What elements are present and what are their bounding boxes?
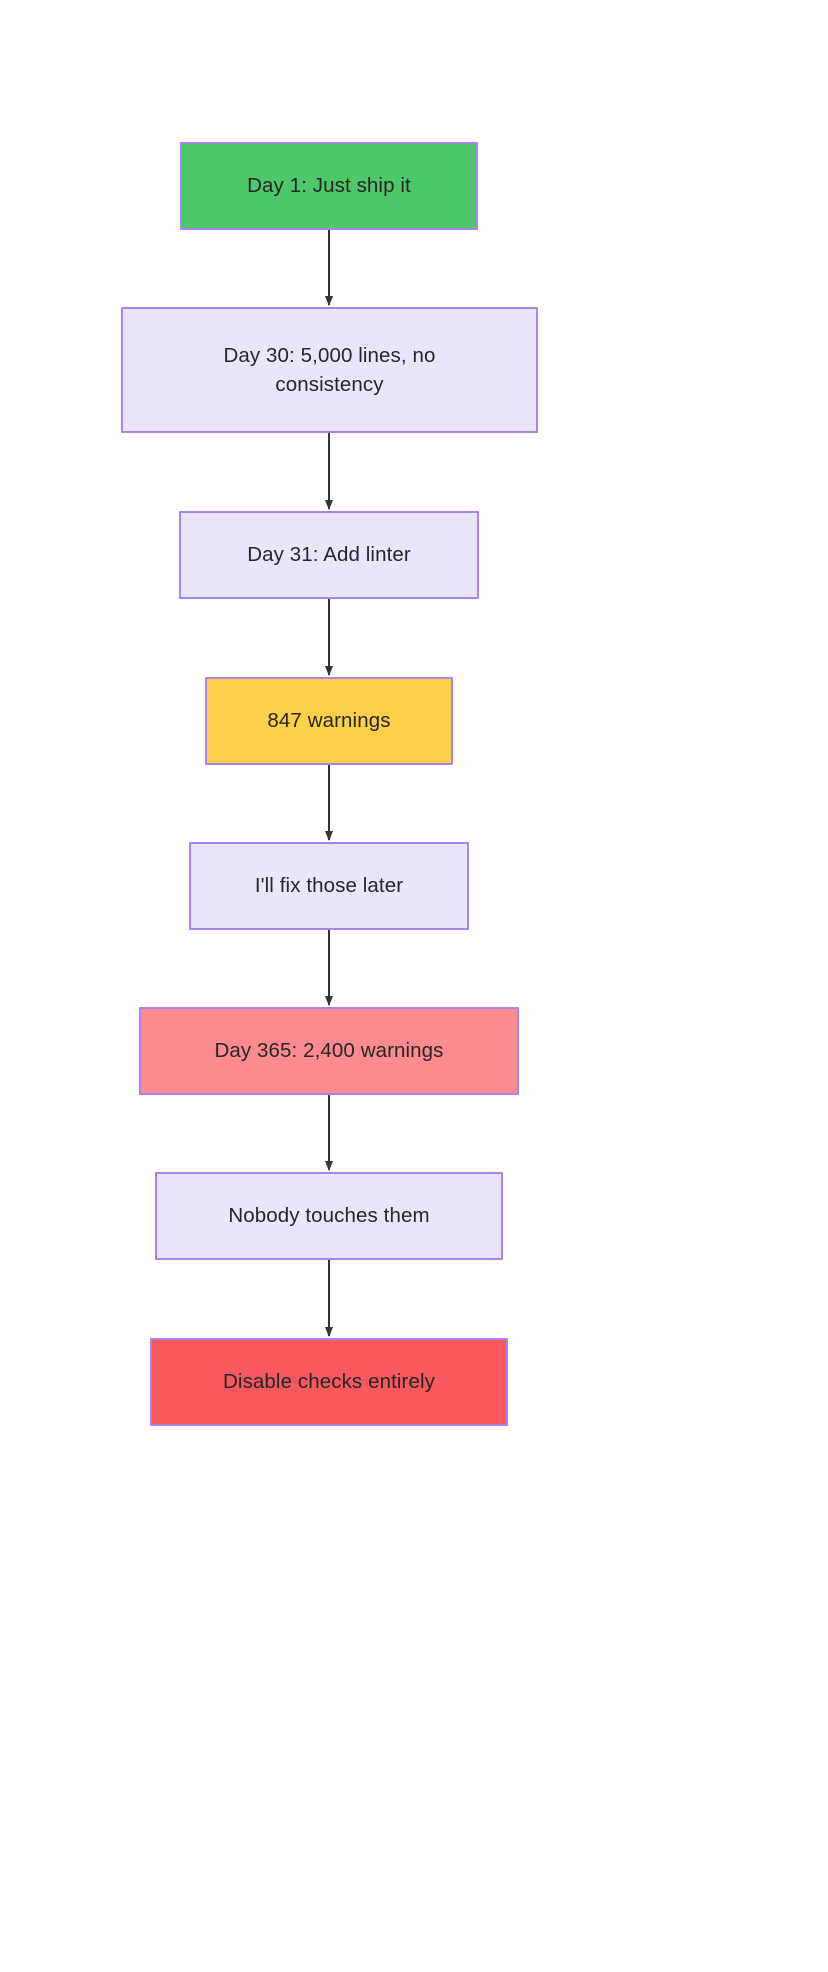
- flow-node-n8[interactable]: Disable checks entirely: [150, 1338, 508, 1426]
- flow-node-label: Day 31: Add linter: [247, 543, 411, 567]
- flow-node-label: Day 1: Just ship it: [247, 174, 411, 198]
- flow-node-n1[interactable]: Day 1: Just ship it: [180, 142, 478, 230]
- flow-node-n6[interactable]: Day 365: 2,400 warnings: [139, 1007, 519, 1095]
- flow-node-label: Disable checks entirely: [223, 1370, 435, 1394]
- flow-node-label: I'll fix those later: [254, 874, 404, 898]
- flow-node-n3[interactable]: Day 31: Add linter: [179, 511, 479, 599]
- flow-node-n2[interactable]: Day 30: 5,000 lines, no consistency: [121, 307, 538, 433]
- flow-node-label: Day 365: 2,400 warnings: [214, 1039, 444, 1063]
- flow-node-label: Nobody touches them: [228, 1204, 430, 1228]
- flow-node-label: 847 warnings: [267, 709, 391, 733]
- flow-node-n5[interactable]: I'll fix those later: [189, 842, 469, 930]
- flow-node-n7[interactable]: Nobody touches them: [155, 1172, 503, 1260]
- flow-node-n4[interactable]: 847 warnings: [205, 677, 453, 765]
- flow-node-label: Day 30: 5,000 lines, no consistency: [223, 343, 436, 396]
